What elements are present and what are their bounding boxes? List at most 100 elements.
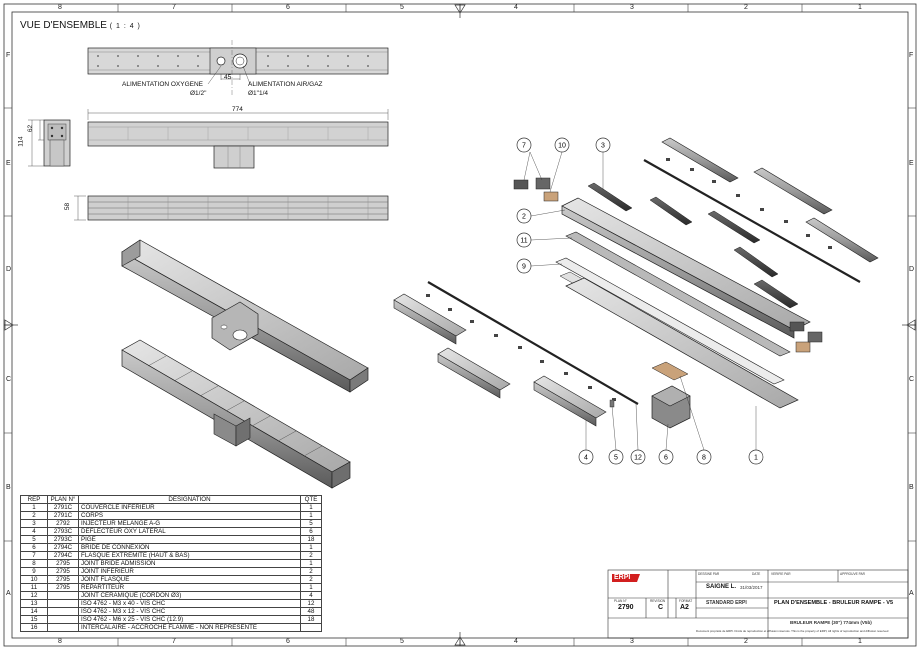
- callout-12: 12: [634, 455, 642, 462]
- bom-cell-plan: [47, 599, 79, 608]
- zone-top-1: 1: [858, 4, 862, 11]
- callout-10: 10: [558, 143, 566, 150]
- dim-height: 114: [17, 136, 25, 147]
- bom-cell-designation: FLASQUE EXTREMITE (HAUT & BAS): [78, 551, 301, 560]
- bom-cell-qte: 2: [300, 567, 322, 576]
- bom-cell-plan: 2793C: [47, 527, 79, 536]
- bom-cell-rep: 9: [20, 567, 48, 576]
- zone-bottom-6: 6: [286, 638, 290, 645]
- bom-cell-plan: 2795: [47, 575, 79, 584]
- bom-cell-plan: 2795: [47, 567, 79, 576]
- bom-header-qte: QTE: [300, 495, 322, 504]
- dim-width: 58: [64, 202, 72, 211]
- callout-3: 3: [601, 143, 605, 150]
- view-title-text: VUE D'ENSEMBLE: [20, 20, 107, 31]
- bom-cell-qte: [300, 623, 322, 632]
- bom-cell-plan: 2794C: [47, 543, 79, 552]
- bom-cell-plan: [47, 607, 79, 616]
- bom-cell-plan: 2795: [47, 583, 79, 592]
- bom-cell-qte: 1: [300, 559, 322, 568]
- bom-header-row: REP PLAN N° DESIGNATION QTE: [20, 495, 322, 504]
- bom-cell-designation: INTERCALAIRE - ACCROCHE FLAMME - NON REP…: [78, 623, 301, 632]
- property-footer: Document propriété de ERPI. Droits de re…: [696, 629, 889, 633]
- bom-cell-rep: 2: [20, 511, 48, 520]
- bom-cell-plan: 2792: [47, 519, 79, 528]
- bom-cell-rep: 6: [20, 543, 48, 552]
- zone-bottom-4: 4: [514, 638, 518, 645]
- drawing-date: 31/03/2017: [740, 585, 763, 590]
- erpi-logo: [612, 574, 640, 582]
- bom-cell-designation: COUVERCLE INFERIEUR: [78, 503, 301, 512]
- hdr-verifie: VERIFIE PAR: [771, 572, 791, 576]
- revision-letter: C: [658, 604, 664, 611]
- bom-cell-plan: [47, 591, 79, 600]
- zone-right-A: A: [909, 590, 914, 597]
- zone-top-3: 3: [630, 4, 634, 11]
- logo-text: ERPI: [614, 574, 631, 581]
- zone-top-4: 4: [514, 4, 518, 11]
- zone-top-2: 2: [744, 4, 748, 11]
- bom-cell-designation: JOINT FLASQUE: [78, 575, 301, 584]
- zone-left-F: F: [6, 52, 11, 59]
- bom-header-rep: REP: [20, 495, 48, 504]
- bom-cell-plan: 2794C: [47, 551, 79, 560]
- bom-cell-qte: 1: [300, 543, 322, 552]
- bom-cell-qte: 18: [300, 535, 322, 544]
- bom-cell-plan: 2791C: [47, 511, 79, 520]
- author-name: SAIGNE L.: [706, 584, 737, 590]
- zone-right-D: D: [909, 266, 915, 273]
- bom-cell-rep: 1: [20, 503, 48, 512]
- zone-bottom-3: 3: [630, 638, 634, 645]
- bom-cell-designation: ISO 4762 - M3 x 40 - VIS CHC: [78, 599, 301, 608]
- bom-cell-plan: [47, 615, 79, 624]
- dim-length: 774: [232, 106, 243, 113]
- bom-cell-designation: JOINT BRIDE ADMISSION: [78, 559, 301, 568]
- bom-cell-rep: 15: [20, 615, 48, 624]
- bom-cell-plan: 2795: [47, 559, 79, 568]
- bom-cell-plan: 2793C: [47, 535, 79, 544]
- bottom-view: [74, 195, 389, 221]
- bom-cell-rep: 7: [20, 551, 48, 560]
- hdr-rev: REVISION: [650, 599, 666, 603]
- bom-cell-designation: ISO 4762 - M3 x 12 - VIS CHC: [78, 607, 301, 616]
- alim-oxy-label: ALIMENTATION OXYGENE: [122, 81, 204, 88]
- bom-cell-rep: 14: [20, 607, 48, 616]
- iso-view-top: [121, 239, 369, 393]
- top-view: [87, 40, 389, 96]
- callout-6: 6: [664, 455, 668, 462]
- bom-cell-designation: DEFLECTEUR OXY LATERAL: [78, 527, 301, 536]
- hdr-dessine: DESSINE PAR: [698, 572, 720, 576]
- bom-cell-rep: 13: [20, 599, 48, 608]
- zone-right-C: C: [909, 376, 915, 383]
- hdr-format: FORMAT: [679, 599, 693, 603]
- callout-4: 4: [584, 455, 588, 462]
- bom-cell-plan: 2791C: [47, 503, 79, 512]
- zone-top-6: 6: [286, 4, 290, 11]
- bom-cell-qte: 1: [300, 583, 322, 592]
- bom-cell-qte: 6: [300, 527, 322, 536]
- bom-cell-designation: ISO 4762 - M6 x 25 - VIS CHC (12.9): [78, 615, 301, 624]
- side-view: [28, 119, 71, 167]
- bom-cell-rep: 11: [20, 583, 48, 592]
- alim-air-dia: Ø1"1/4: [248, 90, 269, 97]
- iso-view-bottom: [121, 339, 351, 489]
- bom-cell-qte: 2: [300, 575, 322, 584]
- callout-9: 9: [522, 264, 526, 271]
- bom-cell-qte: 5: [300, 519, 322, 528]
- bom-cell-designation: CORPS: [78, 511, 301, 520]
- hdr-approuve: APPROUVE PAR: [840, 572, 865, 576]
- view-scale: ( 1 : 4 ): [109, 23, 141, 30]
- zone-left-E: E: [6, 160, 11, 167]
